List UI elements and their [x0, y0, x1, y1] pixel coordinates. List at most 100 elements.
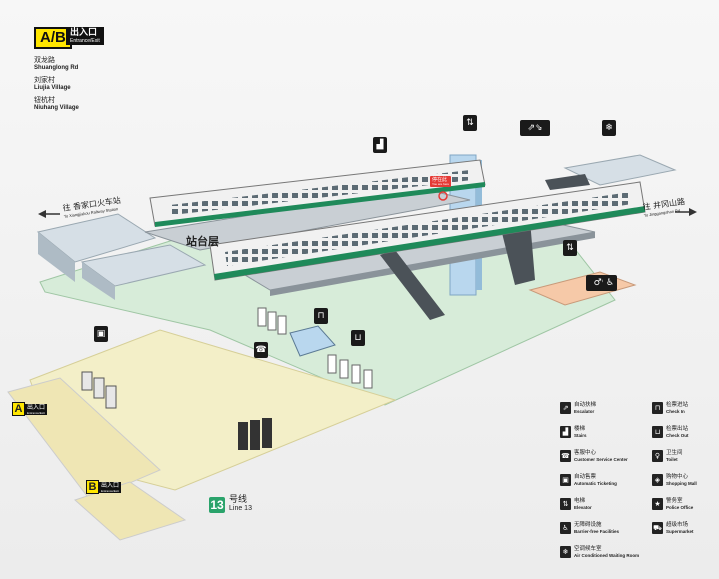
entrance-b-letter: B	[86, 480, 99, 494]
toilet-icon: ♀	[652, 450, 663, 462]
escalator-icon: ⇗⇘	[520, 120, 550, 136]
legend-en: Customer Service Center	[574, 457, 628, 462]
legend-cn: 客服中心	[574, 450, 597, 456]
legend-en: Check Out	[666, 433, 689, 438]
police-icon: ★	[652, 498, 663, 510]
exit-cn: 双龙路	[34, 56, 55, 64]
check-in-icon: ⊓	[652, 402, 663, 414]
entrance-badge: A/B	[34, 27, 72, 49]
legend-en: Air Conditioned Waiting Room	[574, 553, 640, 558]
legend-cn: 自动扶梯	[574, 402, 597, 408]
supermarket-icon: ⛟	[652, 522, 663, 534]
you-are-here-cn: 停在此	[432, 177, 448, 183]
stairs-icon: ▟	[560, 426, 571, 438]
waiting-room-icon: ❄	[602, 120, 616, 136]
escalator-icon: ⇗	[560, 402, 571, 414]
legend-cn: 警务室	[666, 498, 683, 504]
entrance-a-letter: A	[12, 402, 25, 416]
service-center-icon: ☎	[560, 450, 571, 462]
ticketing-icon: ▣	[94, 326, 108, 342]
entrance-b-cn: 出入口	[101, 481, 120, 489]
legend-cn: 检票出站	[666, 426, 689, 432]
exit-item: 双龙路 Shuanglong Rd	[34, 56, 79, 72]
building-mid-side	[82, 262, 115, 300]
entrance-b: B 出入口 Entrance/Exit	[86, 480, 122, 494]
exit-en: Liujia Village	[34, 85, 71, 91]
legend-en: Barrier-free Facilities	[574, 529, 620, 534]
legend-en: Police Office	[666, 505, 694, 510]
arrow-right	[689, 208, 697, 216]
check-out-icon: ⊔	[652, 426, 663, 438]
entrance-b-label: 出入口 Entrance/Exit	[99, 481, 122, 493]
legend-en: Escalator	[574, 409, 595, 414]
legend-cn: 超级市场	[666, 522, 689, 528]
legend-cn: 卫生间	[666, 450, 683, 456]
entrance-title-cn: 出入口	[70, 28, 98, 38]
line-number: 13	[209, 496, 225, 513]
elevator-icon: ⇅	[560, 498, 571, 510]
line-badge: 13 号线 Line 13	[209, 496, 252, 513]
waiting-room-icon: ❄	[560, 546, 571, 558]
legend-en: Shopping Mall	[666, 481, 697, 486]
faregates-left	[257, 307, 287, 335]
you-are-here-badge: 停在此 You are here	[430, 176, 452, 187]
exit-en: Shuanglong Rd	[34, 65, 79, 71]
service-kiosk	[289, 325, 336, 357]
legend-en: Automatic Ticketing	[574, 481, 617, 486]
line-en: Line 13	[229, 505, 252, 512]
escalator-left	[380, 250, 445, 320]
entrance-title: 出入口 Entrance/Exit	[66, 27, 104, 45]
entrance-title-en: Entrance/Exit	[70, 38, 100, 44]
entrance-a: A 出入口 Entrance/Exit	[12, 402, 48, 416]
check-out-icon: ⊔	[351, 330, 365, 346]
entrance-b-en: Entrance/Exit	[101, 488, 119, 493]
building-right	[563, 154, 677, 186]
legend-en: Toilet	[666, 457, 678, 462]
ticketing-icon: ▣	[560, 474, 571, 486]
legend-cn: 无障碍设施	[574, 522, 602, 528]
building-left	[36, 213, 157, 263]
legend-cn: 自动售票	[574, 474, 597, 480]
service-center-icon: ☎	[254, 342, 268, 358]
legend-cn: 检票进站	[666, 402, 689, 408]
legend-en: Elevator	[574, 505, 592, 510]
check-in-icon: ⊓	[314, 308, 328, 324]
elevator-icon: ⇅	[463, 115, 477, 131]
elevator-icon: ⇅	[563, 240, 577, 256]
you-are-here-pin	[438, 191, 448, 201]
entrance-a-en: Entrance/Exit	[27, 410, 45, 415]
arrow-left	[38, 210, 46, 218]
accessible-icon: ♿	[560, 522, 571, 534]
vending-machines	[238, 418, 272, 450]
legend-cn: 电梯	[574, 498, 586, 504]
entrance-a-cn: 出入口	[27, 403, 46, 411]
exit-cn: 钮杭村	[34, 96, 55, 104]
legend-cn: 空调候车室	[574, 546, 602, 552]
legend-cn: 购物中心	[666, 474, 689, 480]
exit-cn: 刘家村	[34, 76, 55, 84]
escalator-right	[500, 220, 535, 285]
legend-en: Check In	[666, 409, 685, 414]
platform-level-label: 站台层	[186, 235, 219, 248]
legend-en: Supermarket	[666, 529, 694, 534]
line-label: 号线 Line 13	[229, 496, 252, 513]
entrance-a-label: 出入口 Entrance/Exit	[25, 403, 48, 415]
you-are-here-en: You are here	[432, 182, 450, 186]
legend-cn: 楼梯	[574, 426, 586, 432]
lower-train	[209, 181, 646, 281]
exit-list: 双龙路 Shuanglong Rd 刘家村 Liujia Village 钮杭村…	[34, 56, 79, 116]
faregates-right	[327, 354, 373, 389]
building-left-side	[38, 232, 75, 282]
